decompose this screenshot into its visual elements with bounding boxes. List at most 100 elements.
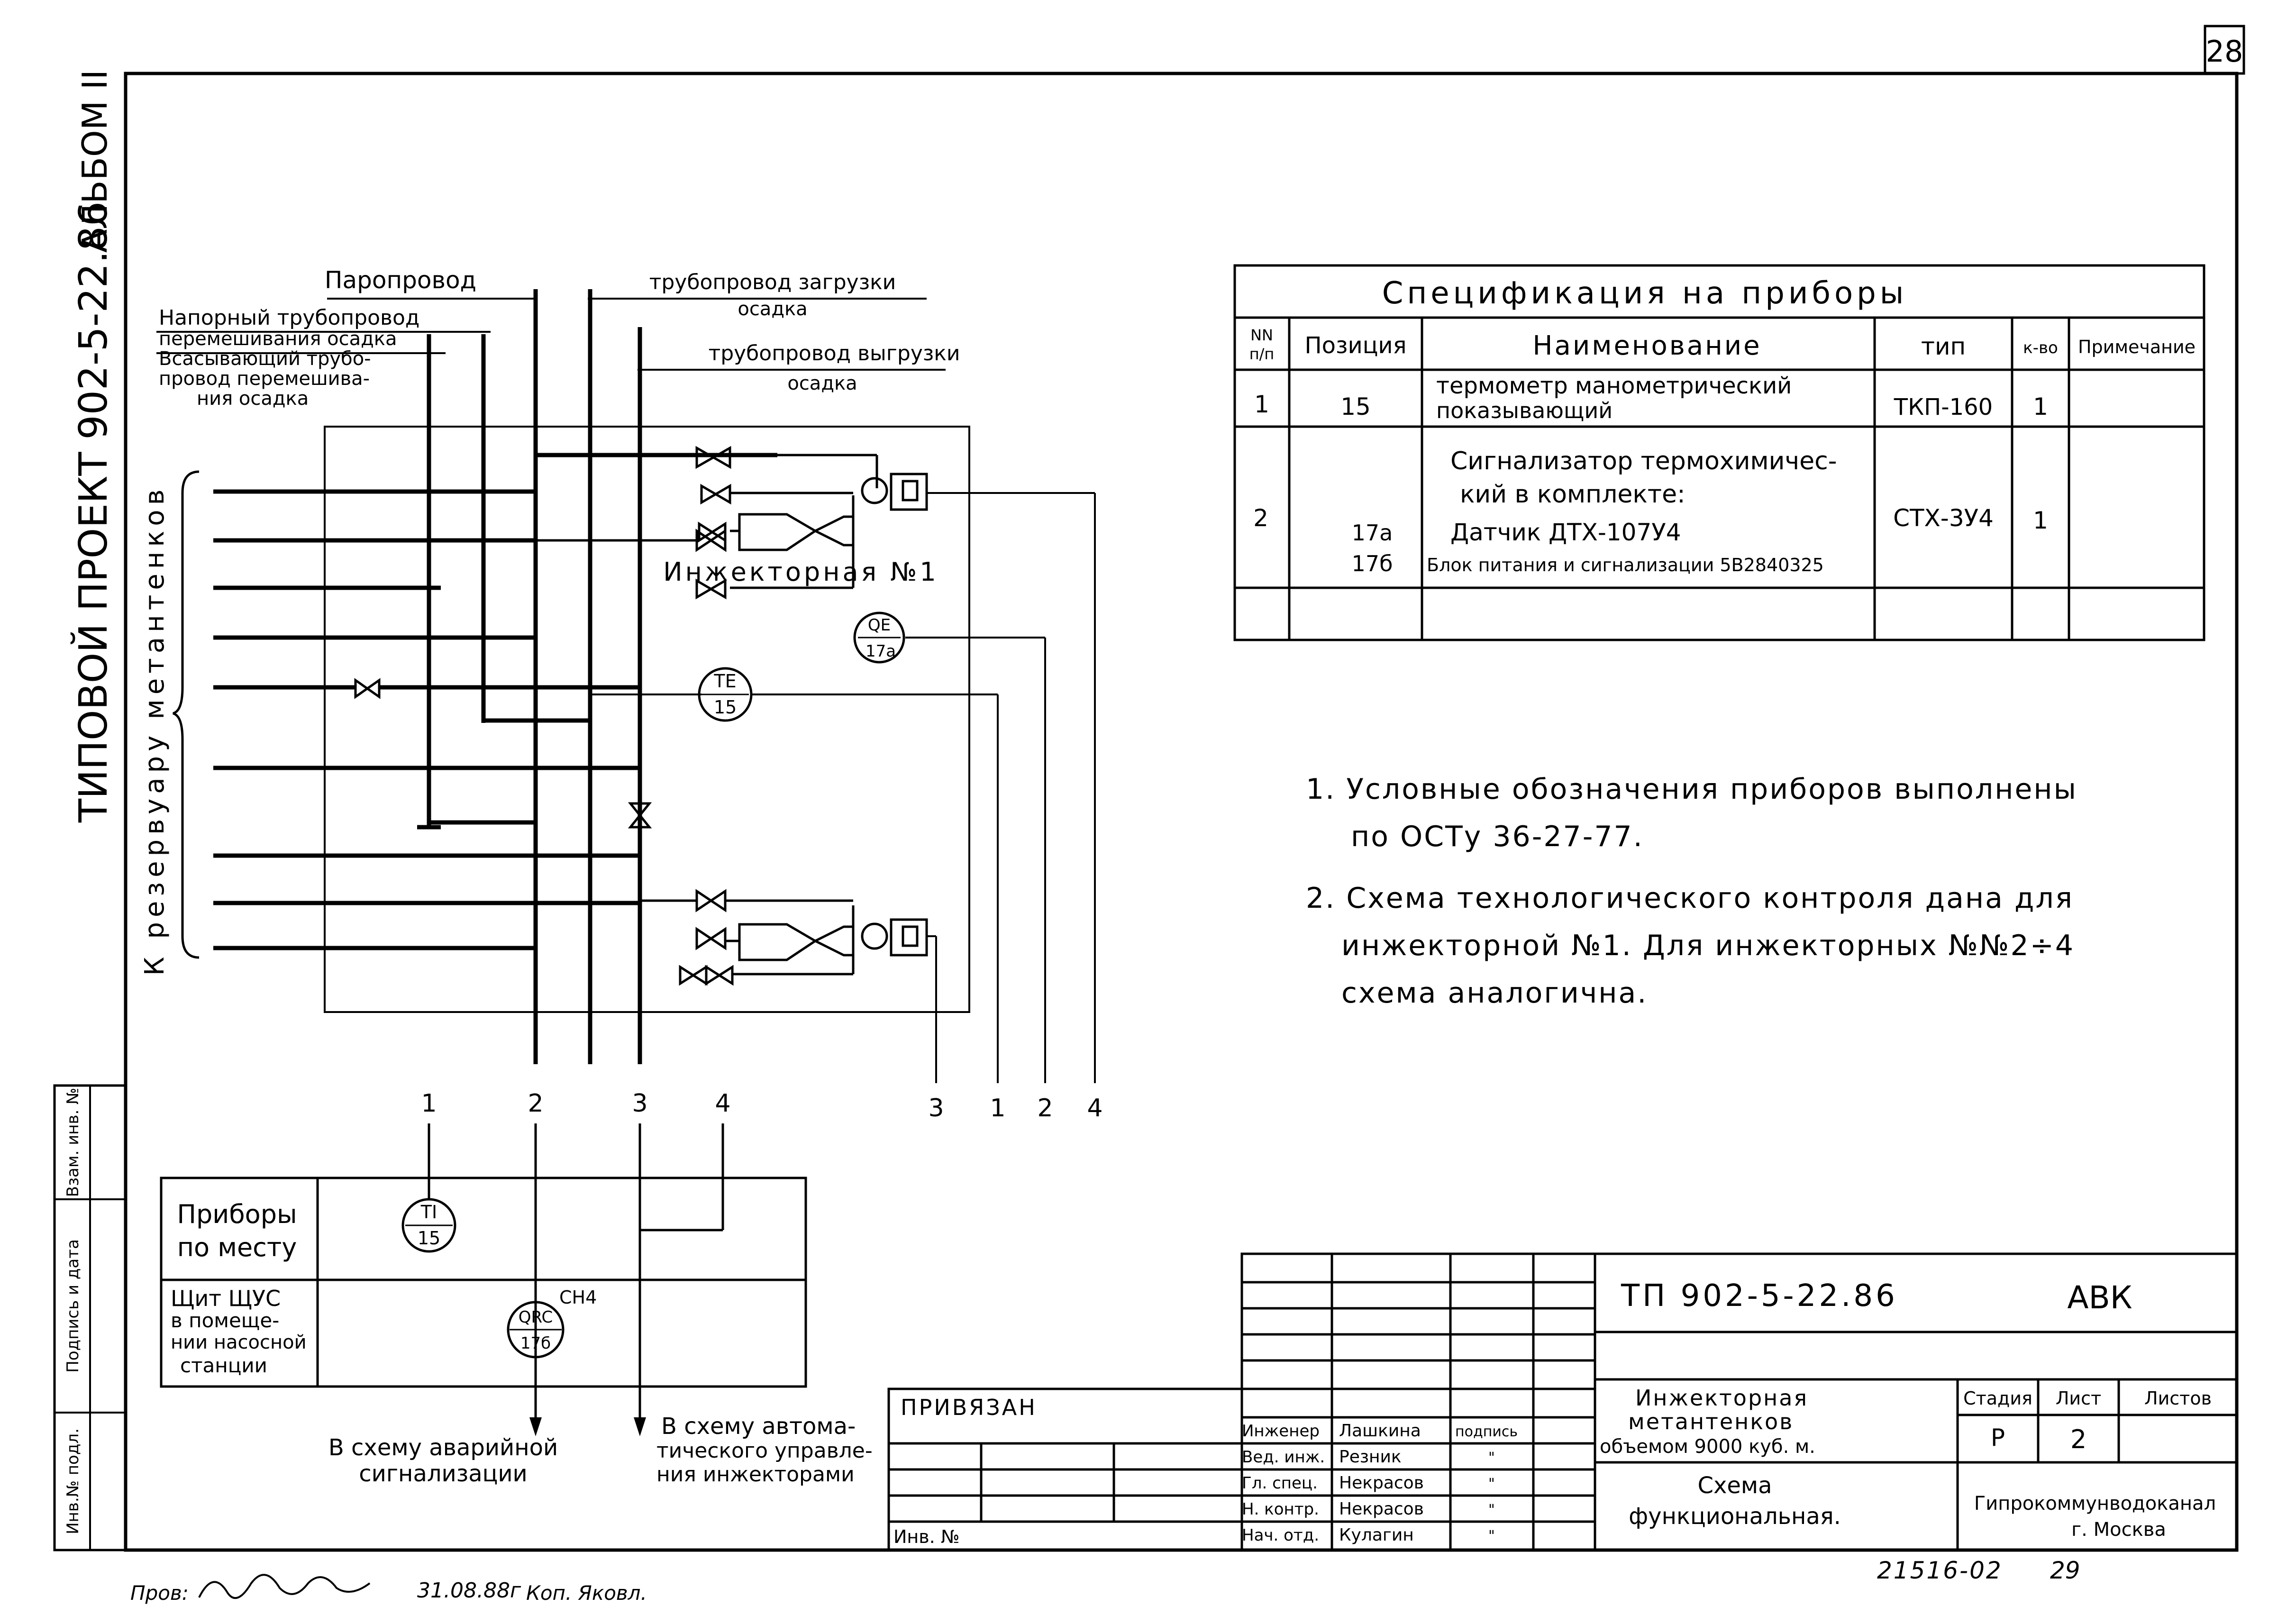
spec-row2-name: Сигнализатор термохимичес- bbox=[1450, 447, 1837, 475]
note-1: 1. Условные обозначения приборов выполне… bbox=[1306, 773, 2077, 806]
auto-output-label-2: тического управле- bbox=[656, 1439, 873, 1463]
margin-label-signature-date: Подпись и дата bbox=[64, 1239, 82, 1373]
qe-sensor-bubble: QE 17а bbox=[853, 611, 905, 664]
collector-ties bbox=[417, 453, 777, 830]
svg-text:": " bbox=[1488, 1450, 1495, 1466]
spec-row2-name-3: Датчик ДТХ-107У4 bbox=[1450, 519, 1681, 546]
svg-text:4: 4 bbox=[715, 1089, 730, 1118]
spec-header-note: Примечание bbox=[2078, 337, 2196, 357]
svg-text:Некрасов: Некрасов bbox=[1339, 1473, 1424, 1493]
sheets-header: Листов bbox=[2144, 1388, 2212, 1409]
note-2: 2. Схема технологического контроля дана … bbox=[1306, 882, 2074, 915]
spec-header-type: тип bbox=[1921, 333, 1966, 360]
drawing-mark: АВК bbox=[2067, 1279, 2132, 1316]
sheet-header: Лист bbox=[2056, 1388, 2101, 1409]
spec-row2-name-4: Блок питания и сигнализации 5В2840325 bbox=[1427, 555, 1824, 575]
svg-text:Некрасов: Некрасов bbox=[1339, 1499, 1424, 1519]
margin-label-inv-podl: Инв.№ подл. bbox=[64, 1428, 82, 1534]
tank-brace bbox=[173, 470, 200, 959]
spec-table-grid bbox=[1233, 264, 2205, 641]
project-stamp: ТИПОВОЙ ПРОЕКТ 902-5-22.86 bbox=[70, 201, 116, 823]
spec-row1-qty: 1 bbox=[2033, 393, 2048, 420]
row-local-label: Приборы bbox=[177, 1199, 297, 1229]
drawing-name-2: функциональная. bbox=[1629, 1503, 1841, 1530]
injector-room-outline bbox=[324, 426, 970, 1013]
margin-label-vzam-inv: Взам. инв. № bbox=[64, 1088, 82, 1197]
svg-text:3: 3 bbox=[632, 1089, 647, 1118]
load-pipe-label: трубопровод загрузки bbox=[649, 270, 896, 294]
spec-header-qty: к-во bbox=[2023, 338, 2058, 357]
ti-local-bubble: TI 15 bbox=[401, 1198, 456, 1253]
doc-number: 21516-02 bbox=[1877, 1557, 2003, 1584]
row-panel-label: Щит ЩУС bbox=[171, 1286, 281, 1311]
spec-header-num: NN bbox=[1250, 326, 1273, 344]
svg-text:4: 4 bbox=[1087, 1094, 1102, 1122]
spec-header-name: Наименование bbox=[1532, 330, 1761, 361]
valve-icons bbox=[354, 446, 734, 986]
lower-signal-lines bbox=[428, 1123, 724, 1427]
privyazan-label: ПРИВЯЗАН bbox=[901, 1395, 1037, 1420]
svg-text:Гл. спец.: Гл. спец. bbox=[1242, 1474, 1318, 1493]
stage-header: Стадия bbox=[1963, 1388, 2032, 1409]
alarm-output-label: В схему аварийной bbox=[328, 1434, 558, 1461]
svg-text:QE: QE bbox=[868, 616, 891, 635]
spec-title: Спецификация на приборы bbox=[1382, 276, 1908, 311]
suction-pipe-label: Всасывающий трубо- bbox=[159, 348, 371, 370]
row-panel-label-3: нии насосной bbox=[171, 1332, 307, 1353]
object-name-2: метантенков bbox=[1628, 1409, 1794, 1434]
alarm-output-label-2: сигнализации bbox=[359, 1460, 527, 1487]
signature-rows: Инженер Лашкина подпись Вед. инж. Резник… bbox=[1242, 1421, 1518, 1545]
svg-text:": " bbox=[1488, 1528, 1495, 1544]
album-stamp: АЛЬБОМ II bbox=[75, 70, 115, 253]
svg-text:": " bbox=[1488, 1476, 1495, 1492]
svg-text:TI: TI bbox=[420, 1202, 437, 1223]
checker-signature bbox=[198, 1574, 371, 1599]
privyazan-block bbox=[887, 1387, 1243, 1551]
note-2-cont: инжекторной №1. Для инжекторных №№2÷4 bbox=[1341, 929, 2075, 962]
row-local-label-2: по месту bbox=[177, 1232, 297, 1262]
injector-bottom bbox=[640, 899, 928, 976]
spec-header-num-2: п/п bbox=[1249, 345, 1275, 363]
spec-row1-position: 15 bbox=[1340, 393, 1371, 420]
checked-date: 31.08.88г bbox=[417, 1578, 521, 1603]
sheet-value: 2 bbox=[2070, 1424, 2086, 1454]
svg-text:Кулагин: Кулагин bbox=[1339, 1525, 1414, 1545]
note-1-cont: по ОСТу 36-27-77. bbox=[1351, 820, 1644, 853]
row-panel-label-4: станции bbox=[180, 1354, 267, 1377]
note-2-cont-2: схема аналогична. bbox=[1341, 976, 1648, 1010]
location-table bbox=[160, 1177, 807, 1388]
svg-text:Инженер: Инженер bbox=[1242, 1422, 1320, 1441]
svg-text:17б: 17б bbox=[520, 1334, 551, 1353]
copy-label: Коп. Яковл. bbox=[526, 1581, 647, 1605]
spec-row2-qty: 1 bbox=[2033, 507, 2048, 534]
stage-value: Р bbox=[1991, 1424, 2005, 1451]
spec-row1-name: термометр манометрический bbox=[1436, 373, 1792, 399]
left-margin-strip bbox=[53, 1084, 127, 1551]
svg-text:подпись: подпись bbox=[1455, 1423, 1518, 1440]
spec-row2-pos-b: 17б bbox=[1352, 551, 1393, 576]
object-name-3: объемом 9000 куб. м. bbox=[1600, 1436, 1815, 1458]
svg-text:Лашкина: Лашкина bbox=[1339, 1421, 1421, 1441]
inv-label: Инв. № bbox=[893, 1526, 959, 1547]
spec-row2-name-2: кий в комплекте: bbox=[1460, 480, 1686, 509]
svg-text:15: 15 bbox=[418, 1228, 440, 1249]
drawing-code: ТП 902-5-22.86 bbox=[1621, 1278, 1898, 1314]
spec-row2-pos-a: 17а bbox=[1352, 520, 1393, 546]
organization-city: г. Москва bbox=[2071, 1519, 2166, 1541]
spec-row2-num: 2 bbox=[1253, 504, 1268, 532]
svg-text:1: 1 bbox=[990, 1094, 1005, 1122]
svg-text:2: 2 bbox=[528, 1089, 543, 1118]
auto-output-label: В схему автома- bbox=[661, 1413, 856, 1440]
tank-label: К резервуару bbox=[139, 731, 170, 976]
unload-pipe-label-2: осадка bbox=[787, 373, 857, 394]
pressure-pipe-label: Напорный трубопровод bbox=[159, 306, 419, 330]
arrow-to-alarm bbox=[529, 1417, 542, 1436]
svg-text:QRC: QRC bbox=[519, 1308, 553, 1327]
load-pipe-label-2: осадка bbox=[738, 298, 807, 320]
right-connection-numbers: 3 1 2 4 bbox=[928, 1094, 1102, 1122]
svg-text:TE: TE bbox=[713, 671, 736, 692]
checked-label: Пров: bbox=[130, 1581, 189, 1605]
row-panel-label-2: в помеще- bbox=[171, 1309, 279, 1332]
svg-text:Н. контр.: Н. контр. bbox=[1242, 1500, 1319, 1519]
